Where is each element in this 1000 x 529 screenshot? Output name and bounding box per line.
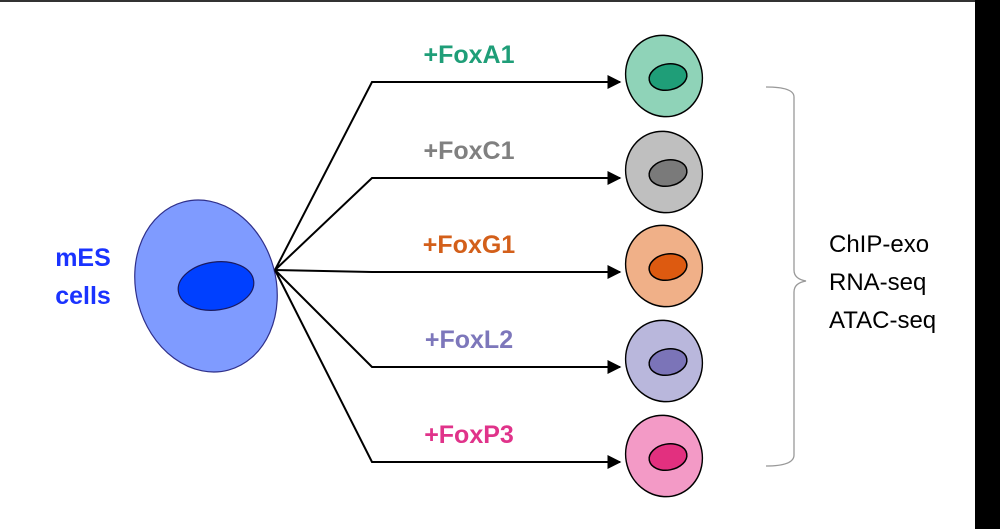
assay-bracket xyxy=(765,86,807,467)
differentiated-nucleus-foxg1 xyxy=(648,253,688,281)
differentiated-nucleus-foxa1 xyxy=(648,63,688,91)
treatment-label-foxp3: +FoxP3 xyxy=(424,421,514,449)
treatment-label-foxc1: +FoxC1 xyxy=(423,137,514,165)
arrow-foxp3 xyxy=(274,269,622,469)
right-edge-panel xyxy=(975,0,1000,529)
assay-label-rna-seq: RNA-seq xyxy=(829,269,926,296)
branch-foxl2: +FoxL2 xyxy=(274,269,704,403)
assay-label-chip-exo: ChIP-exo xyxy=(829,231,929,258)
arrow-foxg1 xyxy=(274,265,622,279)
source-label-line1: mES xyxy=(55,244,111,272)
source-cell-nucleus xyxy=(177,261,255,311)
arrow-foxl2 xyxy=(274,269,622,374)
arrow-foxc1 xyxy=(274,171,622,271)
branch-foxc1: +FoxC1 xyxy=(274,130,704,271)
source-label-line2: cells xyxy=(55,282,111,310)
arrow-foxa1 xyxy=(274,75,622,271)
treatment-label-foxg1: +FoxG1 xyxy=(423,231,515,259)
assay-label-atac-seq: ATAC-seq xyxy=(829,307,936,334)
differentiated-nucleus-foxl2 xyxy=(648,348,688,376)
branch-foxp3: +FoxP3 xyxy=(274,269,704,498)
source-cell xyxy=(134,199,278,373)
treatment-label-foxl2: +FoxL2 xyxy=(425,326,513,354)
branch-foxa1: +FoxA1 xyxy=(274,34,704,271)
branch-foxg1: +FoxG1 xyxy=(274,224,704,308)
differentiated-nucleus-foxc1 xyxy=(648,159,688,187)
branches: +FoxA1 +FoxC1 +FoxG1 +FoxL2 +FoxP3 xyxy=(274,34,704,498)
treatment-label-foxa1: +FoxA1 xyxy=(423,41,514,69)
differentiated-nucleus-foxp3 xyxy=(648,443,688,471)
